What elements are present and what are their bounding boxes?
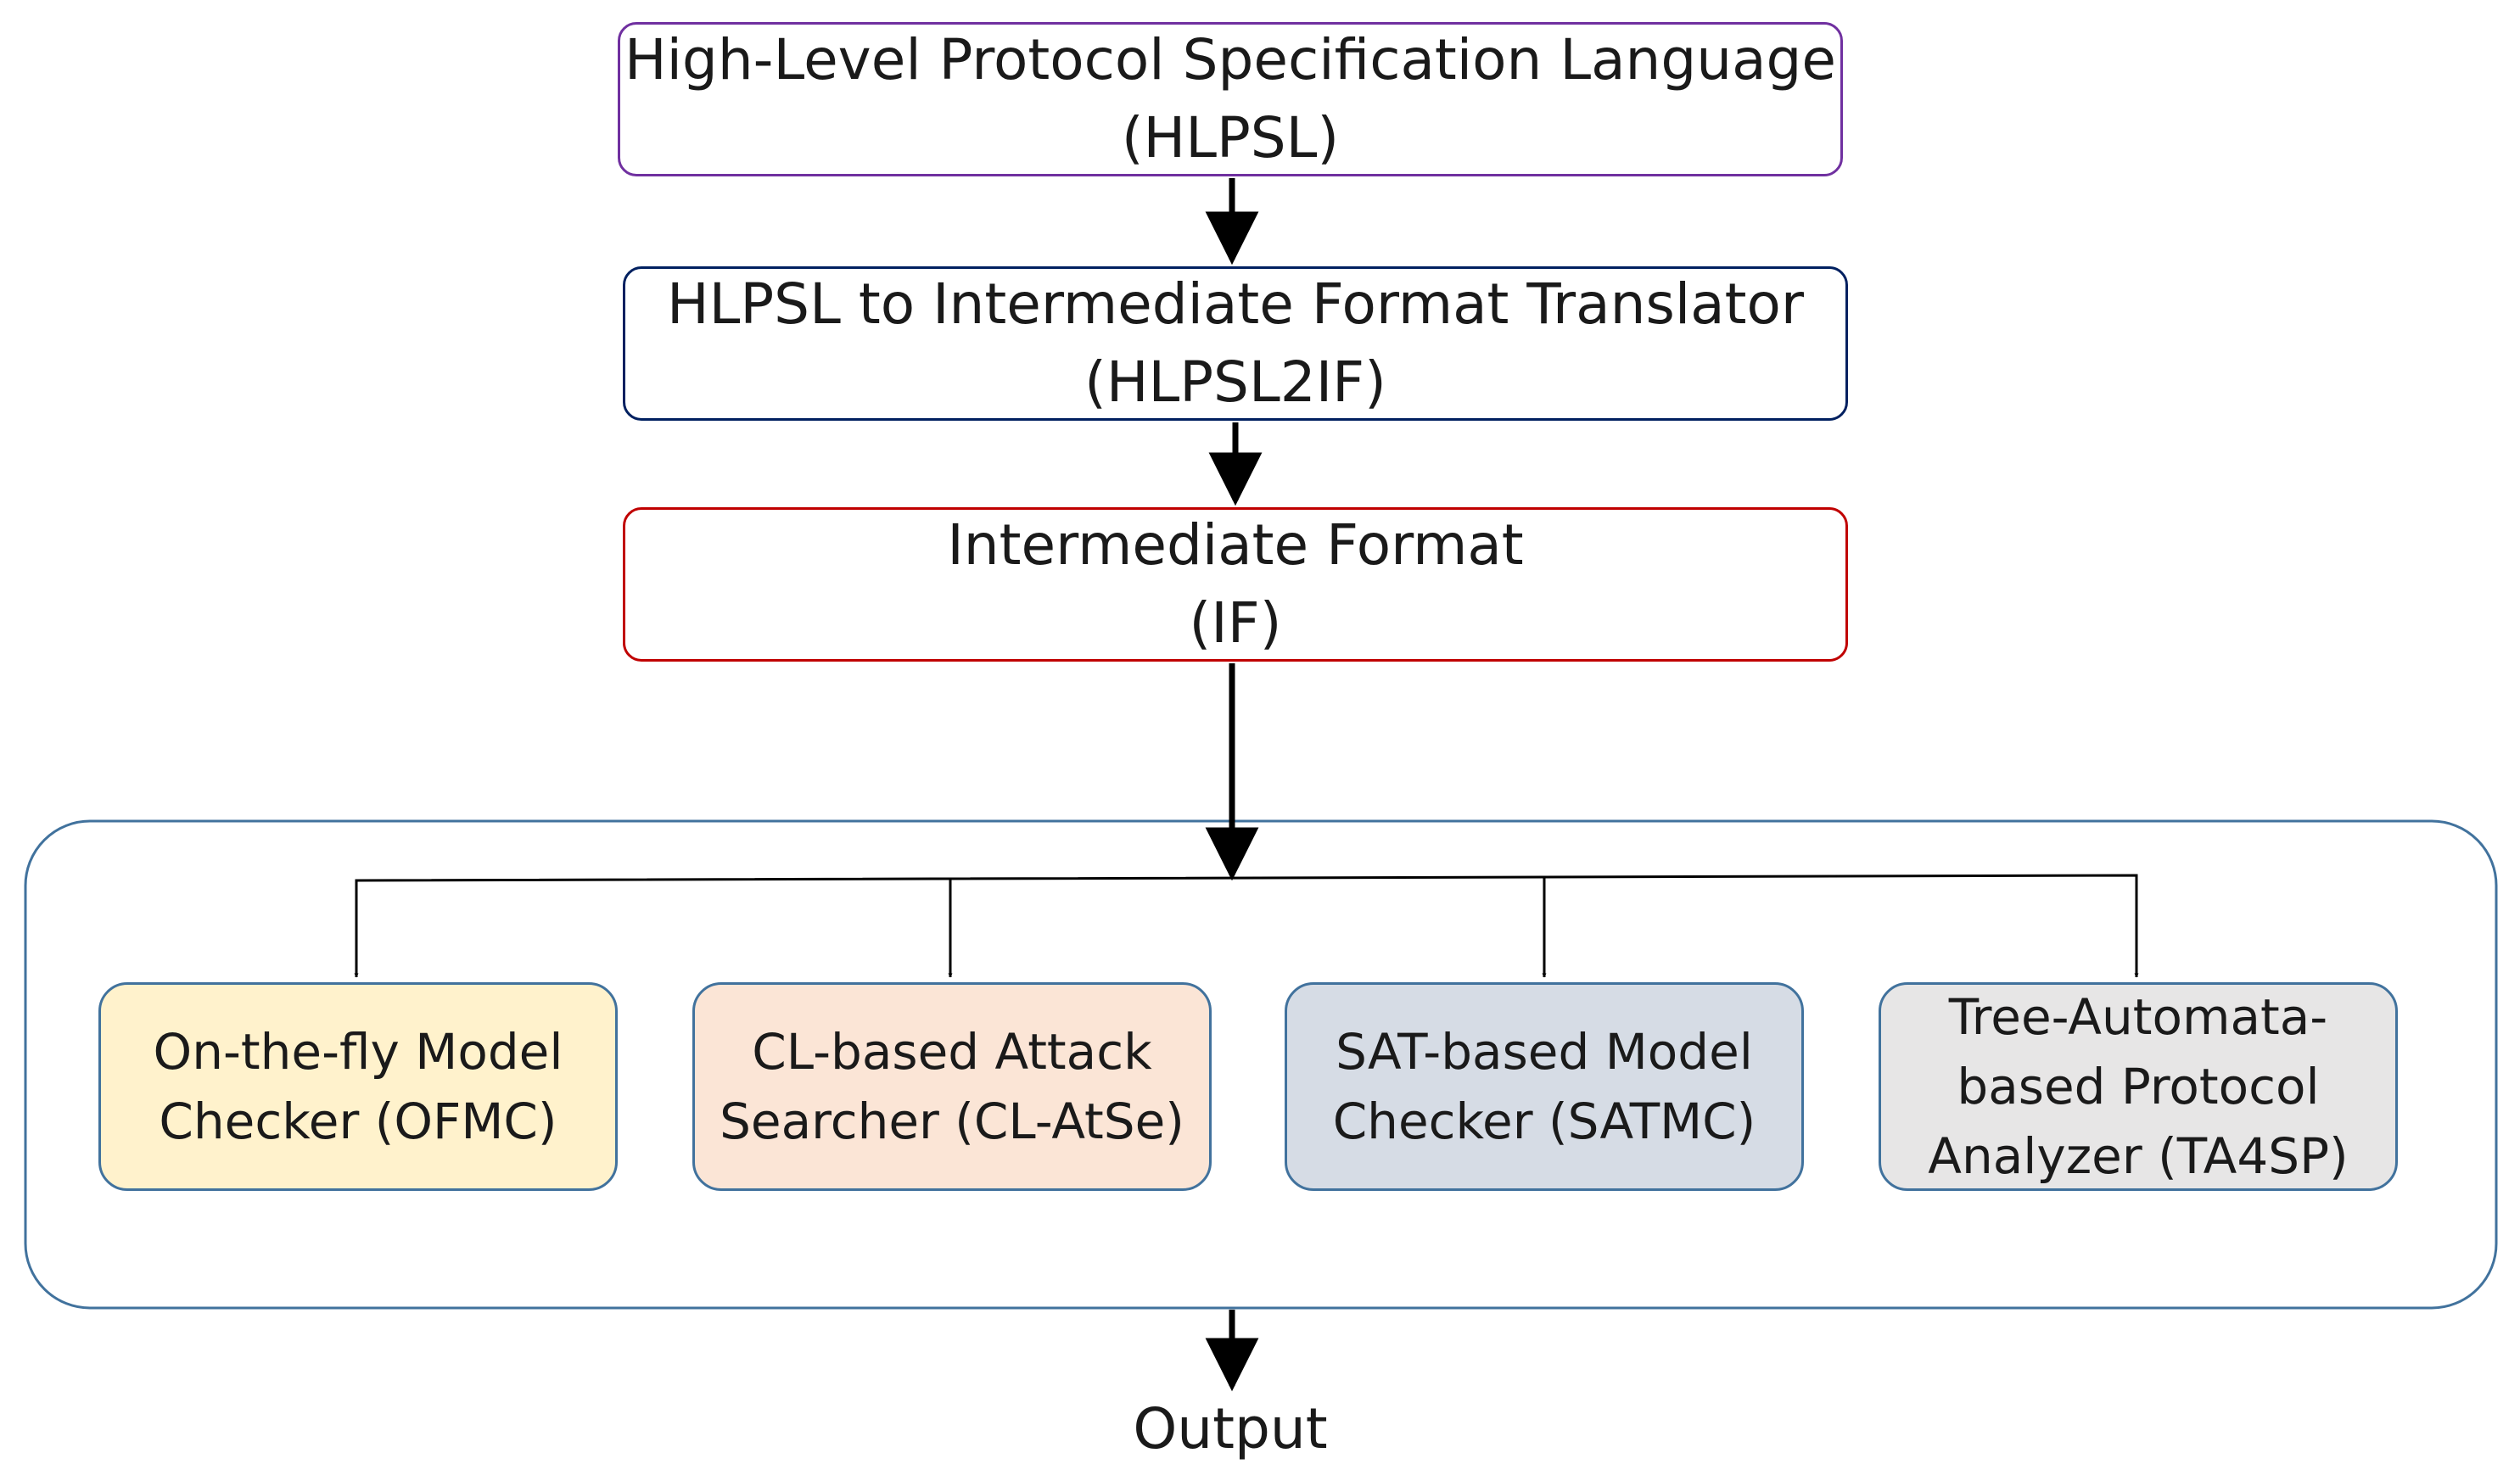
ta4sp-line3: Analyzer (TA4SP) <box>1928 1127 2349 1185</box>
branch-line <box>355 874 2138 882</box>
satmc-line2: Checker (SATMC) <box>1332 1093 1756 1150</box>
ofmc-line1: On-the-fly Model <box>153 1023 563 1081</box>
ofmc-line2: Checker (OFMC) <box>159 1093 557 1150</box>
if-title: Intermediate Format <box>947 512 1524 578</box>
ofmc-box: On-the-fly Model Checker (OFMC) <box>98 982 618 1191</box>
hlpsl-title: High-Level Protocol Specification Langua… <box>624 27 1837 92</box>
if-abbrev: (IF) <box>1189 590 1282 656</box>
satmc-box: SAT-based Model Checker (SATMC) <box>1285 982 1804 1191</box>
clatse-line2: Searcher (CL-AtSe) <box>720 1093 1184 1150</box>
hlpsl2if-abbrev: (HLPSL2IF) <box>1084 349 1386 415</box>
hlpsl2if-title: HLPSL to Intermediate Format Translator <box>666 271 1804 337</box>
checkers-container <box>24 819 2498 1310</box>
output-label: Output <box>1133 1396 1328 1461</box>
if-box: Intermediate Format (IF) <box>623 507 1848 662</box>
hlpsl2if-box: HLPSL to Intermediate Format Translator … <box>623 266 1848 421</box>
hlpsl-abbrev: (HLPSL) <box>1121 105 1340 170</box>
clatse-line1: CL-based Attack <box>752 1023 1152 1081</box>
hlpsl-box: High-Level Protocol Specification Langua… <box>618 22 1843 176</box>
ta4sp-box: Tree-Automata- based Protocol Analyzer (… <box>1879 982 2398 1191</box>
clatse-box: CL-based Attack Searcher (CL-AtSe) <box>692 982 1212 1191</box>
ta4sp-line2: based Protocol <box>1957 1058 2320 1115</box>
satmc-line1: SAT-based Model <box>1336 1023 1753 1081</box>
ta4sp-line1: Tree-Automata- <box>1948 988 2328 1046</box>
